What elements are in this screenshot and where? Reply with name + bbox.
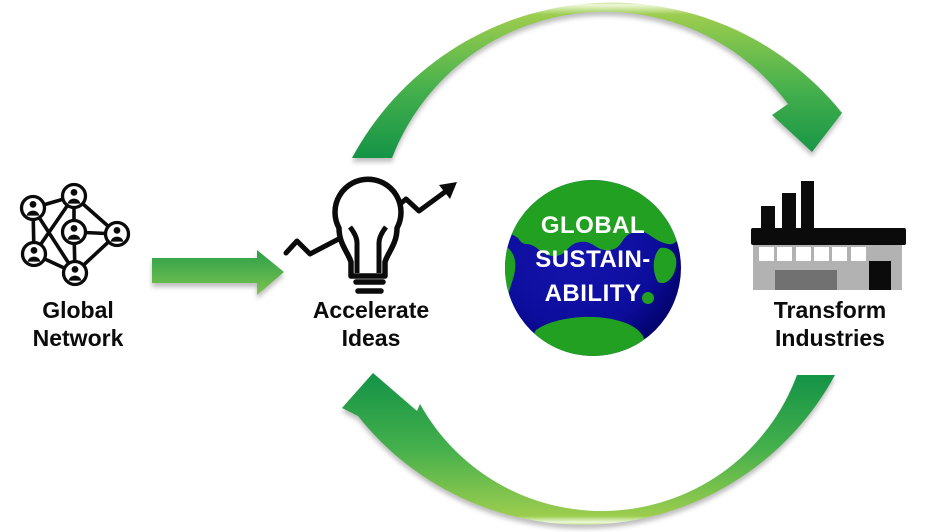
factory-chimney (801, 181, 814, 232)
network-node (60, 218, 88, 246)
factory-window (851, 247, 866, 261)
factory-dark-window (869, 261, 891, 290)
people-network-icon (19, 182, 131, 287)
zigzag-arrowhead (439, 182, 457, 199)
network-node (20, 240, 48, 268)
accelerate-ideas-label: Accelerate Ideas (286, 296, 456, 352)
factory-window (832, 247, 847, 261)
cycle-arrow-top-icon (352, 2, 842, 159)
bulb-base (353, 279, 386, 294)
bulb-glass (332, 176, 404, 279)
label-line: Ideas (341, 325, 401, 351)
network-node (19, 194, 47, 222)
transform-industries-label: Transform Industries (745, 296, 915, 352)
cycle-arrow-bottom-icon (342, 373, 835, 525)
factory-chimney (782, 193, 796, 232)
factory-window (814, 247, 829, 261)
factory-icon (751, 181, 906, 290)
factory-door (775, 270, 837, 290)
globe-title-line: ABILITY (544, 280, 642, 307)
flow-arrow-icon (152, 250, 284, 295)
factory-window (759, 247, 774, 261)
factory-window (777, 247, 792, 261)
globe-title-line: GLOBAL (540, 212, 646, 239)
network-node (103, 220, 131, 248)
global-network-label: Global Network (0, 296, 163, 352)
label-line: Transform (773, 297, 887, 323)
lightbulb-growth-arrow-icon (283, 176, 457, 294)
network-edges (31, 194, 119, 275)
factory-roof (751, 228, 906, 245)
network-node (61, 259, 89, 287)
globe-title-line: SUSTAIN- (535, 246, 651, 273)
label-line: Accelerate (312, 297, 430, 323)
globe-title: GLOBAL SUSTAIN- ABILITY (508, 209, 678, 311)
network-node (60, 182, 88, 210)
label-line: Industries (775, 325, 885, 351)
label-line: Network (32, 325, 124, 351)
factory-windows (759, 247, 866, 261)
bulb-filament (348, 225, 388, 273)
factory-chimney (761, 206, 775, 232)
label-line: Global (42, 297, 114, 323)
factory-window (796, 247, 811, 261)
